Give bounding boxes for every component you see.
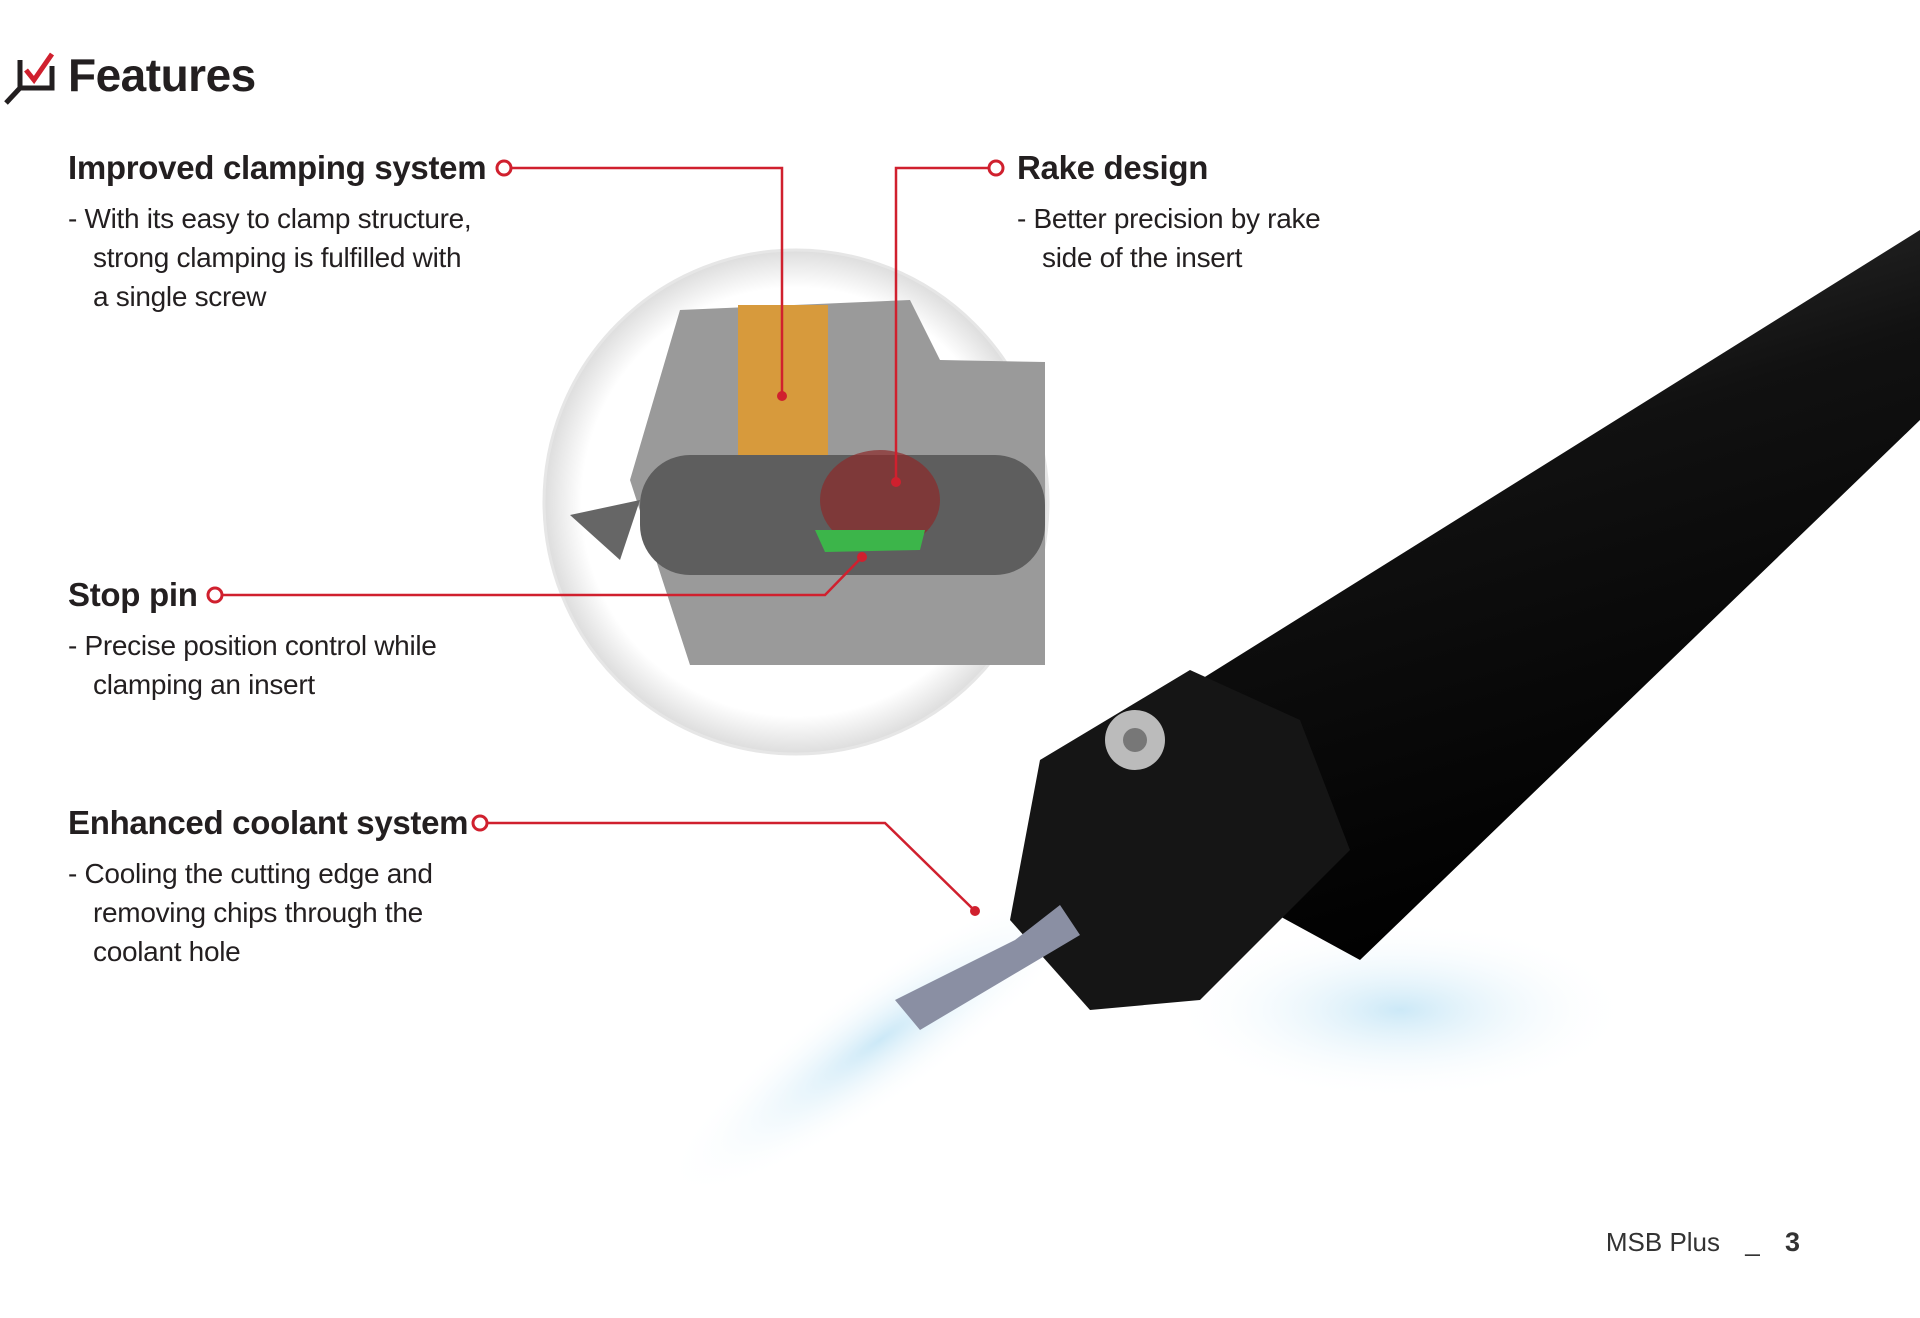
callout-marker (471, 814, 489, 832)
feature-description: - With its easy to clamp structure, stro… (68, 203, 472, 312)
feature-clamping: Improved clamping system - With its easy… (68, 149, 488, 316)
boring-bar (1200, 230, 1920, 960)
feature-rake: Rake design - Better precision by rake s… (1017, 149, 1377, 277)
feature-stop-pin: Stop pin - Precise position control whil… (68, 576, 488, 704)
insert-tip (895, 905, 1080, 1030)
water-splash (1170, 920, 1630, 1100)
footer-separator: _ (1745, 1227, 1760, 1257)
feature-description: - Cooling the cutting edge and removing … (68, 858, 433, 967)
stop-pin (815, 530, 925, 552)
feature-coolant: Enhanced coolant system - Cooling the cu… (68, 804, 488, 971)
feature-heading: Stop pin (68, 576, 198, 613)
checklist-magnifier-icon (4, 52, 55, 105)
product-name: MSB Plus (1605, 1227, 1721, 1257)
feature-description: - Better precision by rake side of the i… (1017, 203, 1321, 273)
callout-lines (222, 166, 988, 912)
feature-heading: Enhanced coolant system (68, 804, 469, 841)
page-title: Features (68, 49, 256, 101)
tool-head (1010, 670, 1350, 1010)
callout-marker (495, 159, 513, 177)
callout-marker (206, 586, 224, 604)
page-number: 3 (1784, 1227, 1800, 1257)
feature-heading: Rake design (1017, 149, 1209, 186)
page-footer: MSB Plus _ 3 (1606, 1227, 1800, 1258)
feature-heading: Improved clamping system (68, 149, 487, 186)
callout-marker (987, 159, 1005, 177)
feature-description: - Precise position control while clampin… (68, 630, 437, 700)
